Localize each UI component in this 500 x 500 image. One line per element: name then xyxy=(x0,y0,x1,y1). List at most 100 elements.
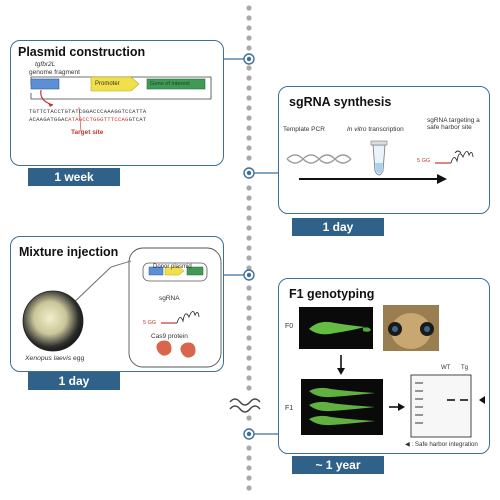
gel-image xyxy=(410,374,472,438)
timeline-dots xyxy=(246,5,252,491)
panel-plasmid-construction: Plasmid construction tgfbr2L genome frag… xyxy=(10,40,224,166)
timeline-dot xyxy=(246,115,252,121)
timeline-dot xyxy=(246,335,252,341)
genotyping-scene xyxy=(299,305,485,438)
timeline-dot xyxy=(246,155,252,161)
genome-fragment-segment xyxy=(30,78,60,90)
tube-icon xyxy=(370,140,388,176)
timeline-dot xyxy=(246,135,252,141)
timeline-dot xyxy=(246,375,252,381)
panel-title: Plasmid construction xyxy=(18,45,146,59)
timeline-dot xyxy=(246,205,252,211)
time-break-icon xyxy=(229,398,261,413)
fragment-label: genome fragment xyxy=(29,69,80,76)
timeline-dot xyxy=(246,125,252,131)
timeline-node-3 xyxy=(243,269,255,281)
sgrna-icon xyxy=(435,150,474,164)
timeline-dot xyxy=(246,475,252,481)
target-arrow xyxy=(40,89,54,106)
step-template-pcr: Template PCR xyxy=(283,126,325,133)
timeline-dot xyxy=(246,195,252,201)
timeline-dot xyxy=(246,105,252,111)
panel-title: Mixture injection xyxy=(19,245,119,259)
wt-label: WT xyxy=(441,365,451,371)
label-5gg: 5 GG xyxy=(417,158,431,164)
timeline-dot xyxy=(246,215,252,221)
cas9-icon xyxy=(156,340,196,358)
panel-sgrna-synthesis: sgRNA synthesis Template PCR In vitro tr… xyxy=(278,86,490,214)
duration-sgrna: 1 day xyxy=(292,218,384,236)
timeline-node-2 xyxy=(243,167,255,179)
f0-label: F0 xyxy=(285,323,294,330)
timeline-dot xyxy=(246,295,252,301)
timeline-dot xyxy=(246,145,252,151)
plasmid-map xyxy=(30,76,212,132)
timeline-dot xyxy=(246,235,252,241)
sgrna-label: sgRNA xyxy=(159,295,180,302)
timeline-dot xyxy=(246,445,252,451)
panel-mixture-injection: Mixture injection xyxy=(10,236,224,372)
timeline-dot xyxy=(246,465,252,471)
panel-title: F1 genotyping xyxy=(289,287,375,301)
duration-genotyping: ~ 1 year xyxy=(292,456,384,474)
promoter-label: Promoter xyxy=(95,81,120,87)
timeline-dot xyxy=(246,185,252,191)
step-in-vitro: In vitro transcription xyxy=(347,126,404,133)
donor-plasmid-icon xyxy=(142,262,208,282)
timeline-dot xyxy=(246,25,252,31)
timeline-dot xyxy=(246,45,252,51)
mixture-container xyxy=(128,247,222,368)
timeline-dot xyxy=(246,5,252,11)
timeline-dot xyxy=(246,245,252,251)
timeline-dot xyxy=(246,95,252,101)
timeline-dot xyxy=(246,455,252,461)
donor-plasmid-label: Donor plasmid xyxy=(153,264,192,270)
dna-icon xyxy=(286,154,352,164)
generation-arrow xyxy=(337,368,345,375)
sgrna-workflow xyxy=(286,140,474,184)
timeline-dot xyxy=(246,15,252,21)
timeline-dot xyxy=(246,75,252,81)
cas9-label: Cas9 protein xyxy=(151,333,188,340)
timeline-dot xyxy=(246,225,252,231)
timeline-dot xyxy=(246,65,252,71)
egg-label: Xenopus laevis egg xyxy=(25,355,85,362)
sgrna-icon xyxy=(161,311,200,324)
f1-label: F1 xyxy=(285,405,294,412)
legend-safe-harbor: ◀ : Safe harbor integration xyxy=(405,441,478,448)
target-site-label: Target site xyxy=(71,129,104,136)
needle xyxy=(68,266,112,308)
timeline-dot xyxy=(246,325,252,331)
injection-scene xyxy=(22,247,222,368)
timeline-dot xyxy=(246,265,252,271)
egg-icon xyxy=(22,290,84,352)
panel-f1-genotyping: F1 genotyping F0 F1 xyxy=(278,278,490,454)
duration-plasmid: 1 week xyxy=(28,168,120,186)
timeline-dot xyxy=(246,485,252,491)
timeline-node-4 xyxy=(243,428,255,440)
timeline-node-1 xyxy=(243,53,255,65)
gene-label: Gene of interest xyxy=(150,81,190,87)
timeline-dot xyxy=(246,385,252,391)
panel-title: sgRNA synthesis xyxy=(289,95,392,109)
promoter-segment xyxy=(90,76,140,92)
integration-marker xyxy=(479,396,485,404)
timeline-dot xyxy=(246,415,252,421)
timeline-dot xyxy=(246,355,252,361)
tg-label: Tg xyxy=(461,365,469,371)
timeline-dot xyxy=(246,315,252,321)
timeline-dot xyxy=(246,305,252,311)
sequence-top: TGTTCTACCTGTATCGGACCCAAAGGTCCATTA xyxy=(29,108,147,115)
gene-segment xyxy=(146,78,206,90)
timeline-dot xyxy=(246,285,252,291)
timeline-dot xyxy=(246,345,252,351)
timeline-dot xyxy=(246,85,252,91)
gel-ladder xyxy=(415,382,423,424)
timeline-dot xyxy=(246,365,252,371)
timeline-dot xyxy=(246,255,252,261)
duration-injection: 1 day xyxy=(28,372,120,390)
locus-label: tgfbr2L xyxy=(35,61,56,68)
step-sgrna-target: sgRNA targeting a safe harbor site xyxy=(427,117,480,132)
sequence-bottom: ACAAGATGGACATAGCCTGGGTTTCCAGGTCAT xyxy=(29,116,147,123)
